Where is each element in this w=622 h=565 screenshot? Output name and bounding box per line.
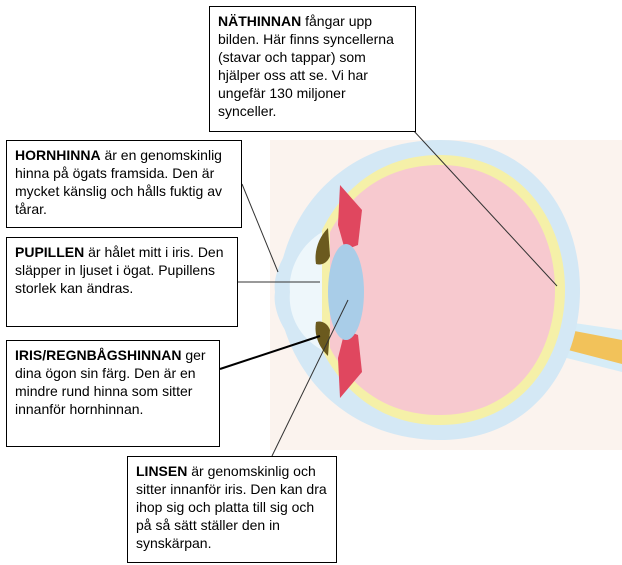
iris-lower <box>315 321 330 356</box>
label-pupillen: PUPILLEN är hålet mitt i iris. Den släpp… <box>6 237 238 327</box>
ciliary-body-lower <box>338 330 362 398</box>
iris-upper <box>315 228 330 265</box>
label-linsen-term: LINSEN <box>136 463 188 479</box>
retina <box>330 165 555 415</box>
label-hornhinna-term: HORNHINNA <box>15 147 101 163</box>
label-nathinnan-text: fångar upp bilden. Här finns syncellerna… <box>218 13 394 119</box>
label-pupillen-text: är hålet mitt i iris. Den släpper in lju… <box>15 244 224 296</box>
label-iris-text: ger dina ögon sin färg. Den är en mindre… <box>15 347 206 417</box>
leader-line-hornhinna <box>241 183 279 273</box>
label-hornhinna: HORNHINNA är en genomskinlig hinna på ög… <box>6 140 242 228</box>
label-linsen: LINSEN är genomskinlig och sitter innanf… <box>127 456 337 563</box>
label-nathinnan-term: NÄTHINNAN <box>218 13 302 29</box>
label-linsen-text: är genomskinlig och sitter innanför iris… <box>136 463 327 551</box>
label-nathinnan: NÄTHINNAN fångar upp bilden. Här finns s… <box>209 6 416 132</box>
label-hornhinna-text: är en genomskinlig hinna på ögats framsi… <box>15 147 222 217</box>
leader-line-iris <box>219 335 321 370</box>
anterior-chamber <box>289 232 322 350</box>
leader-line-nathinnan <box>412 129 558 287</box>
label-iris-term: IRIS/REGNBÅGSHINNAN <box>15 347 182 363</box>
lens <box>328 244 364 340</box>
ciliary-body-upper <box>338 185 362 250</box>
label-iris: IRIS/REGNBÅGSHINNAN ger dina ögon sin fä… <box>6 340 220 447</box>
leader-line-linsen <box>271 299 349 457</box>
label-pupillen-term: PUPILLEN <box>15 244 85 260</box>
